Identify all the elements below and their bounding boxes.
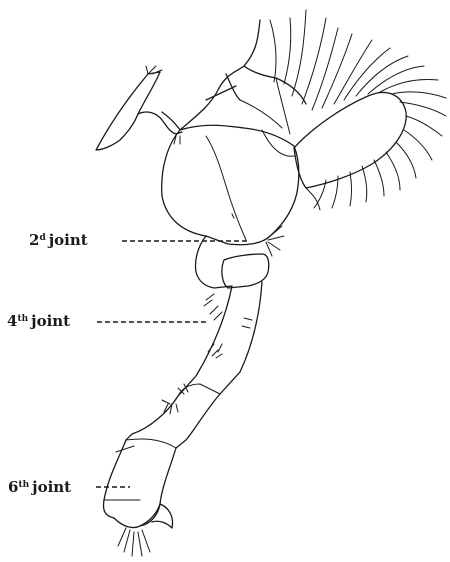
label-4th-joint-number: 4 <box>7 312 17 330</box>
second-joint <box>162 125 299 245</box>
label-6th-joint-word: joint <box>32 478 71 496</box>
fifth-joint <box>126 384 220 448</box>
third-joint <box>195 226 284 288</box>
sixth-joint <box>103 440 176 526</box>
label-4th-joint-suffix: th <box>17 314 28 324</box>
fourth-joint <box>178 282 262 396</box>
claw <box>114 504 173 556</box>
rostral-process <box>96 66 182 150</box>
label-2nd-joint-suffix: d <box>39 233 45 243</box>
coxal-region <box>162 20 306 134</box>
label-2nd-joint-word: joint <box>49 231 88 249</box>
label-6th-joint-suffix: th <box>18 480 29 490</box>
label-6th-joint-number: 6 <box>8 478 18 496</box>
setose-plate <box>270 10 446 210</box>
label-4th-joint-word: joint <box>31 312 70 330</box>
label-2nd-joint-number: 2 <box>29 231 39 249</box>
